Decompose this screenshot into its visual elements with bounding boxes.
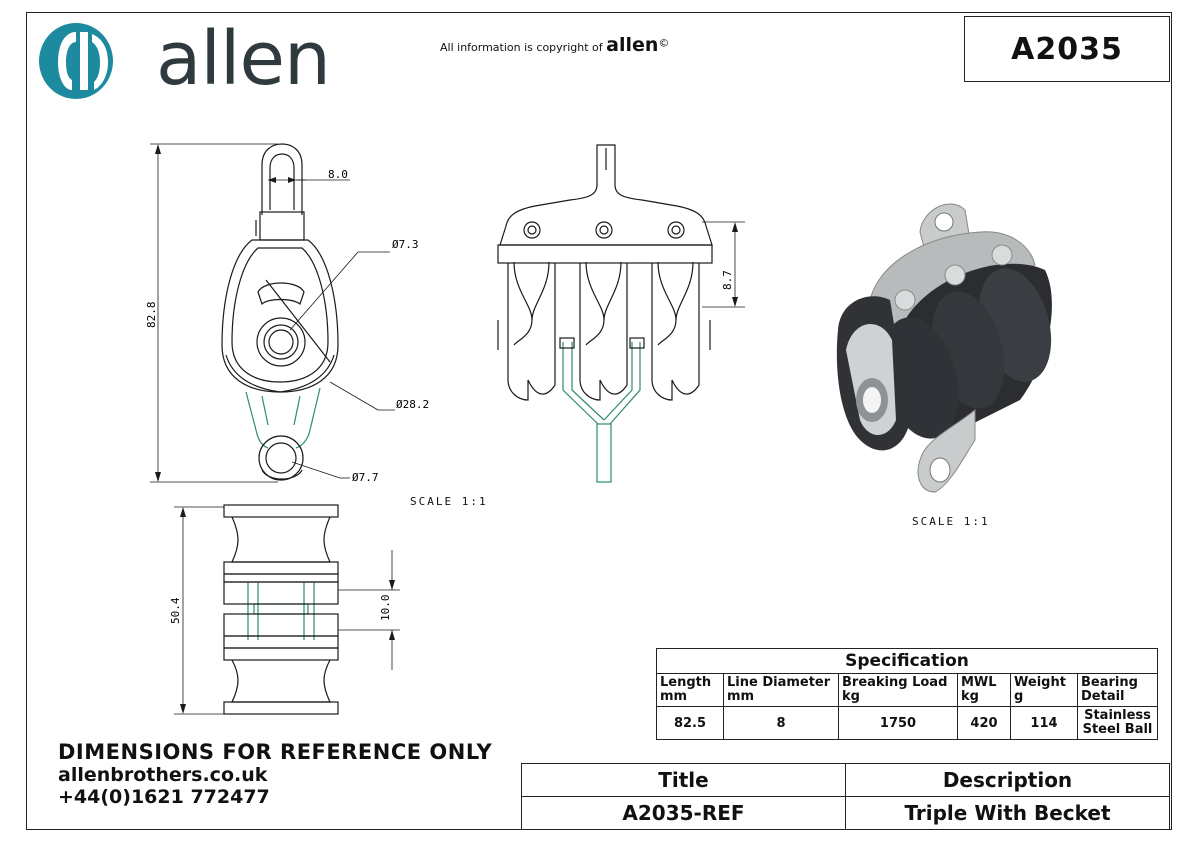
- front-view: [150, 143, 395, 483]
- description-label: Description: [845, 763, 1170, 797]
- spec-value-breaking-load: 1750: [838, 706, 958, 740]
- dim-label-8-7: 8.7: [721, 270, 734, 290]
- specification-caption: Specification: [656, 648, 1158, 674]
- title-label: Title: [521, 763, 846, 797]
- allen-logo-mark: [39, 23, 113, 99]
- dim-label-50-4: 50.4: [169, 597, 182, 624]
- website-text: allenbrothers.co.uk: [58, 764, 268, 786]
- side-view: [497, 144, 745, 483]
- bottom-view: [174, 504, 400, 715]
- scale-label-front: SCALE 1:1: [410, 495, 488, 508]
- dim-label-dia-7-3: Ø7.3: [392, 238, 419, 251]
- spec-value-bearing: Stainless Steel Ball: [1077, 706, 1158, 740]
- phone-text: +44(0)1621 772477: [58, 786, 270, 808]
- footer-contact: DIMENSIONS FOR REFERENCE ONLY allenbroth…: [58, 740, 492, 808]
- description-value: Triple With Becket: [845, 796, 1170, 830]
- dim-label-dia-28-2: Ø28.2: [396, 398, 429, 411]
- copyright-symbol: ©: [658, 36, 670, 50]
- dim-label-8-0: 8.0: [328, 168, 348, 181]
- scale-label-render: SCALE 1:1: [912, 515, 990, 528]
- title-block: Title Description A2035-REF Triple With …: [521, 763, 1170, 830]
- dim-label-82-8: 82.8: [145, 302, 158, 329]
- drawing-sheet-border: [26, 12, 1172, 830]
- part-number: A2035: [1011, 31, 1123, 67]
- title-value: A2035-REF: [521, 796, 846, 830]
- spec-value-mwl: 420: [957, 706, 1011, 740]
- allen-logo: allen: [38, 16, 338, 102]
- dim-label-10-0: 10.0: [379, 595, 392, 622]
- spec-value-weight: 114: [1010, 706, 1078, 740]
- spec-value-length: 82.5: [656, 706, 724, 740]
- reference-notice: DIMENSIONS FOR REFERENCE ONLY: [58, 740, 493, 764]
- spec-value-line-diameter: 8: [723, 706, 839, 740]
- dim-label-dia-7-7: Ø7.7: [352, 471, 379, 484]
- copyright-notice: All information is copyright of allen©: [440, 34, 669, 56]
- allen-logo-wordmark: allen: [156, 16, 331, 102]
- block-3d-render: [836, 203, 1052, 493]
- copyright-prefix: All information is copyright of: [440, 41, 603, 54]
- part-number-box: A2035: [964, 16, 1170, 82]
- copyright-brand: allen: [606, 34, 659, 56]
